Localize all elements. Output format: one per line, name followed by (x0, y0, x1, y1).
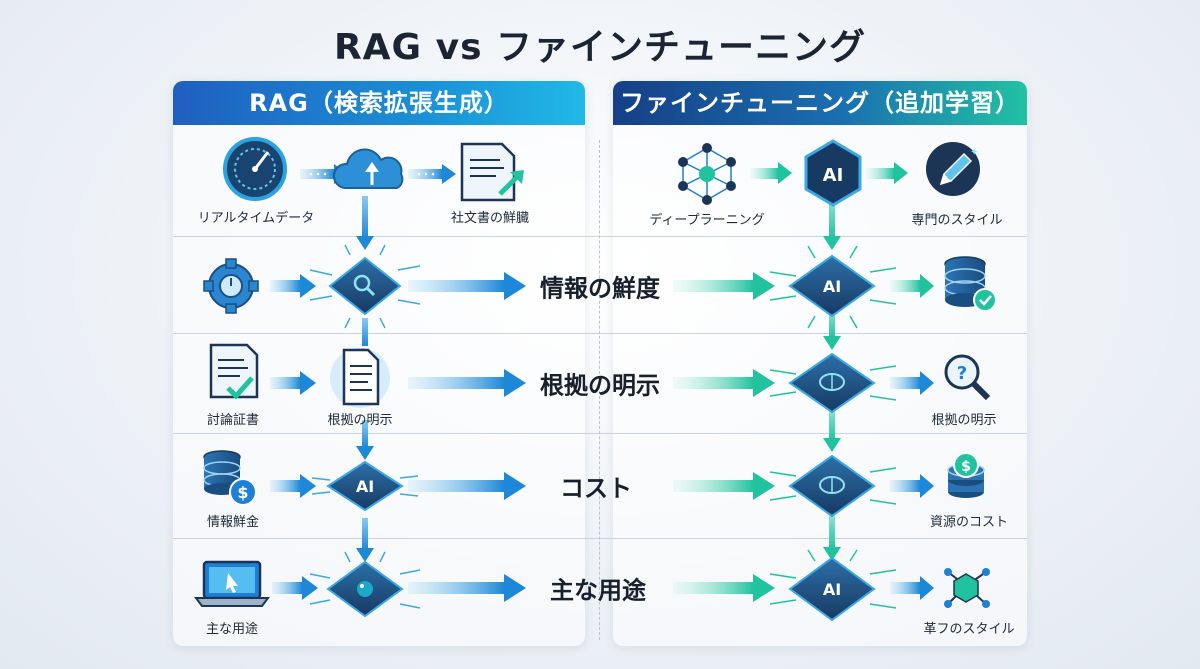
magnifier-question-icon: ? (944, 354, 991, 401)
label-evidence-right: 根拠の明示 (931, 413, 997, 428)
ai-chip-bottom-text: AI (823, 580, 841, 599)
document-check-icon (209, 343, 259, 400)
database-check-icon (944, 256, 997, 312)
ai-chip-icon: AI (311, 460, 419, 512)
label-resource-cost: 資源のコスト (929, 515, 1009, 530)
label-main-use-left: 主な用途 (205, 622, 259, 637)
database-dollar-icon: $ (203, 450, 257, 506)
ai-chip-text: AI (356, 477, 374, 496)
compare-main-use: 主な用途 (550, 576, 646, 605)
svg-text:$: $ (961, 459, 971, 475)
label-evidence-left: 根拠の明示 (327, 413, 393, 428)
circuit-chip-icon (309, 551, 421, 618)
finetuning-panel-header: ファインチューニング（追加学習） (613, 81, 1027, 125)
ft-vertical-flow (823, 200, 841, 561)
label-expert-style: 専門のスタイル (911, 213, 1003, 228)
compare-freshness: 情報の鮮度 (540, 274, 660, 303)
row-divider (173, 433, 1027, 434)
network-cube-icon (944, 568, 990, 608)
ai-chip-bottom-icon: AI (769, 549, 897, 622)
center-arrows-rag (408, 272, 526, 602)
brain-chip-icon (769, 454, 897, 518)
ai-hexagon-icon: AI (804, 139, 862, 207)
page-title: RAG vs ファインチューニング (333, 27, 867, 68)
ft-arrows (750, 162, 934, 600)
document-export-icon (460, 142, 524, 202)
label-deep-learning: ディープラーニング (649, 213, 765, 228)
laptop-icon (194, 560, 270, 607)
row-divider (173, 538, 1027, 539)
svg-text:$: $ (237, 483, 248, 502)
label-info-fee: 情報鮮金 (206, 515, 260, 530)
document-icon (330, 348, 390, 408)
row-divider (173, 333, 1027, 334)
row-divider (173, 236, 1027, 237)
search-chip-icon (309, 244, 421, 329)
ai-chip-right-icon: AI (769, 245, 897, 329)
cloud-upload-icon (333, 148, 404, 189)
ai-hexagon-text: AI (823, 165, 844, 186)
ai-chip-right-text: AI (823, 277, 841, 296)
label-discussion-docs: 討論証書 (206, 413, 260, 428)
compare-evidence: 根拠の明示 (540, 371, 660, 400)
label-realtime-data: リアルタイムデータ (197, 211, 315, 226)
pencil-icon: ✦ (926, 142, 980, 196)
brain-chip-icon (769, 352, 897, 414)
rag-vertical-flow (356, 196, 374, 562)
gauge-icon (223, 137, 287, 201)
svg-text:?: ? (957, 363, 967, 384)
svg-text:✦: ✦ (970, 147, 978, 158)
label-company-docs: 社文書の鮮臓 (450, 211, 530, 226)
compare-cost: コスト (560, 474, 632, 503)
coin-stack-icon: $ (947, 452, 985, 498)
center-divider (599, 140, 600, 640)
center-arrows-ft (673, 272, 775, 602)
rag-panel-header: RAG（検索拡張生成） (173, 81, 585, 125)
label-style-bottom: 革フのスタイル (923, 622, 1015, 637)
neural-network-icon (678, 143, 736, 205)
gear-icon (203, 258, 259, 314)
